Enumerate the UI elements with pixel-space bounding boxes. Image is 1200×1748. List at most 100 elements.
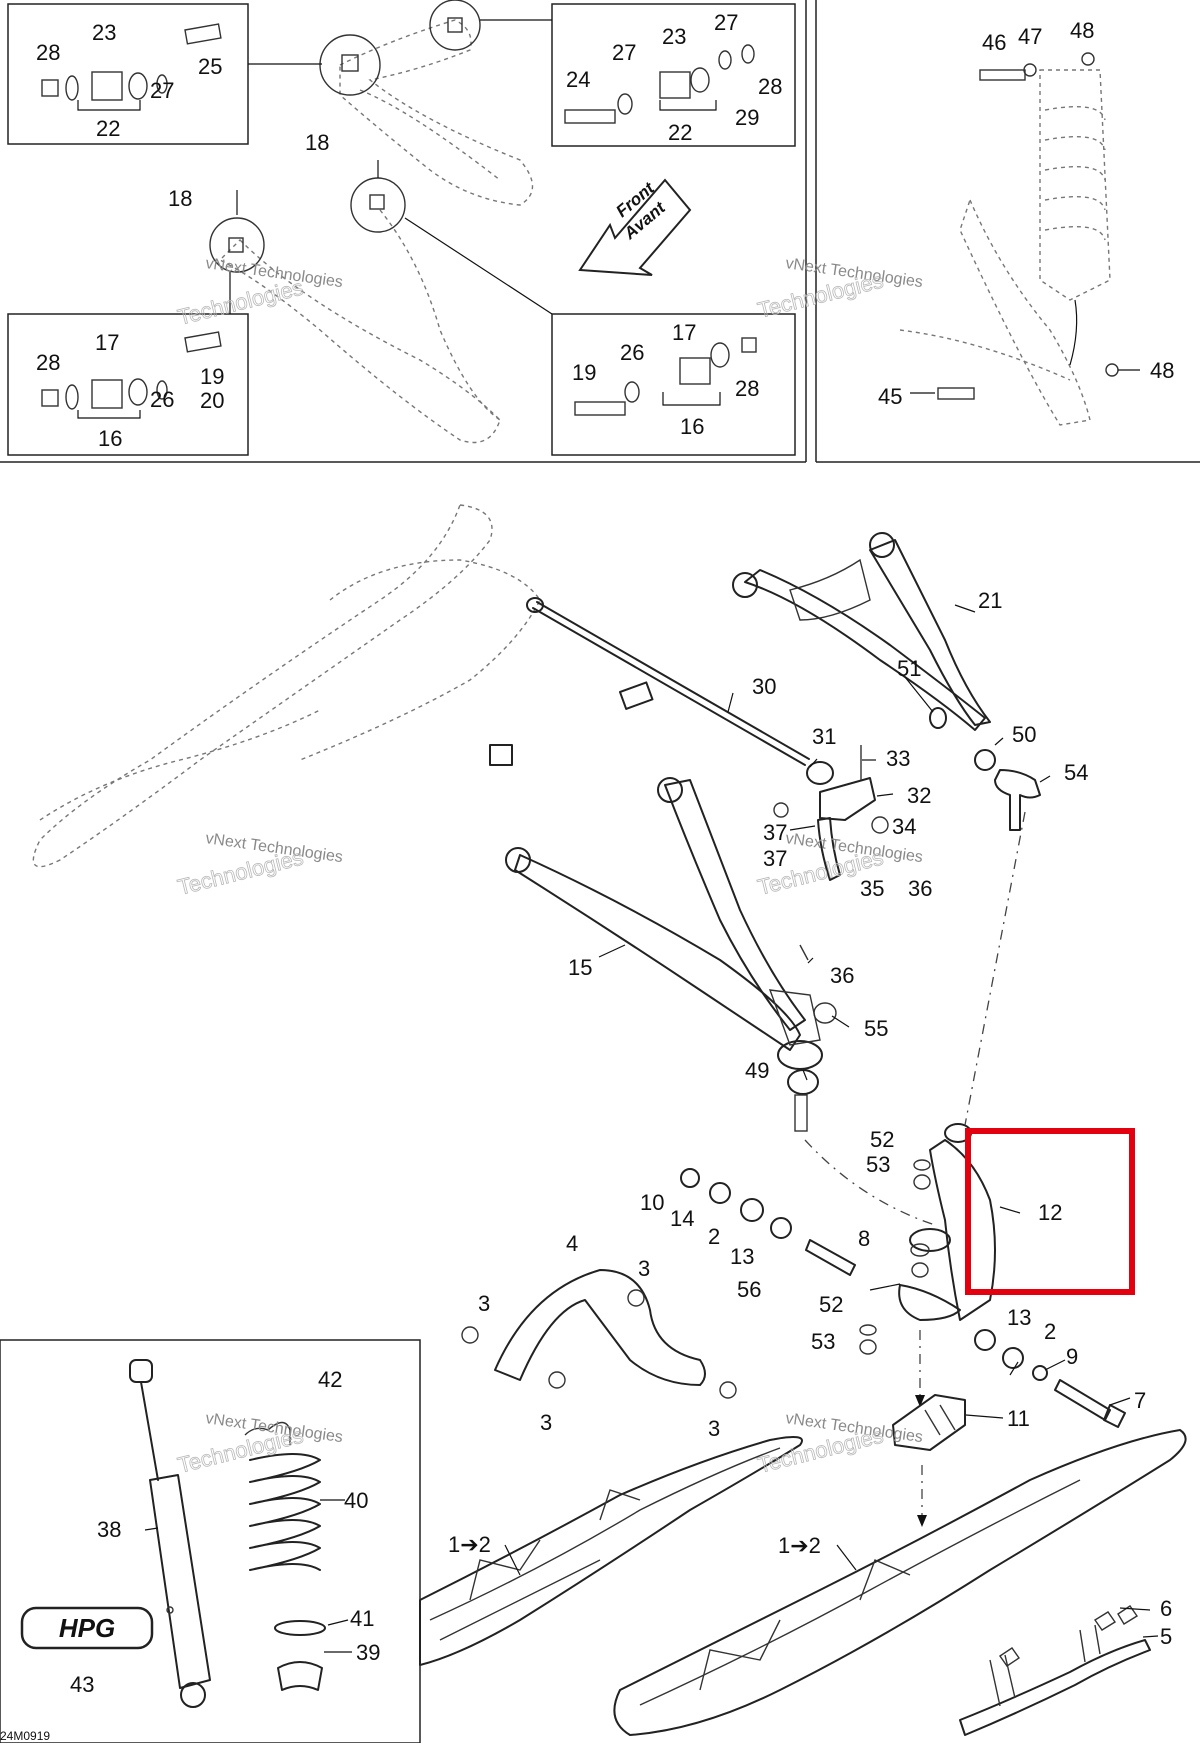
callout-46: 46	[982, 30, 1006, 55]
ski-runner	[959, 1605, 1151, 1736]
callout-20: 20	[200, 388, 224, 413]
hpg-logo: HPG	[20, 1606, 154, 1650]
callout-52: 52	[870, 1127, 894, 1152]
shock-absorber-top	[899, 52, 1140, 426]
callout-28: 28	[735, 376, 759, 401]
callout-53: 53	[866, 1152, 890, 1177]
callout-18: 18	[305, 130, 329, 155]
callout-17: 17	[95, 330, 119, 355]
upper-a-arm-21	[732, 532, 996, 771]
callout-18: 18	[168, 186, 192, 211]
callout-28: 28	[36, 40, 60, 65]
callout-19: 19	[572, 360, 596, 385]
callout-13: 13	[730, 1244, 754, 1269]
callout-6: 6	[1160, 1596, 1172, 1621]
callout-48: 48	[1150, 358, 1174, 383]
callout-23: 23	[92, 20, 116, 45]
callout-25: 25	[198, 54, 222, 79]
callout-49: 49	[745, 1058, 769, 1083]
upper-a-arm-ghost	[319, 0, 534, 206]
inset-box-upper-arm-left	[7, 3, 249, 145]
callout-16: 16	[680, 414, 704, 439]
callout-45: 45	[878, 384, 902, 409]
callout-7: 7	[1134, 1388, 1146, 1413]
callout-29: 29	[735, 105, 759, 130]
lower-a-arm-ghost	[209, 177, 501, 444]
shock-38	[129, 1359, 211, 1708]
callout-3: 3	[708, 1416, 720, 1441]
callout-37: 37	[763, 820, 787, 845]
callout-34: 34	[892, 814, 916, 839]
callout-1-to-2: 1➔2	[778, 1533, 821, 1558]
callout-9: 9	[1066, 1344, 1078, 1369]
callout-14: 14	[670, 1206, 694, 1231]
callout-39: 39	[356, 1640, 380, 1665]
callout-51: 51	[897, 656, 921, 681]
callout-54: 54	[1064, 760, 1088, 785]
watermark-text: Technologies	[175, 845, 306, 900]
callout-38: 38	[97, 1517, 121, 1542]
callout-50: 50	[1012, 722, 1036, 747]
shock-end-54	[994, 769, 1041, 831]
callout-28: 28	[758, 74, 782, 99]
callout-43: 43	[70, 1672, 94, 1697]
callout-1-to-2: 1➔2	[448, 1532, 491, 1557]
callout-32: 32	[907, 783, 931, 808]
callout-37: 37	[763, 846, 787, 871]
callout-13: 13	[1007, 1305, 1031, 1330]
spindle-12	[898, 1123, 996, 1321]
callout-21: 21	[978, 588, 1002, 613]
callout-24: 24	[566, 67, 590, 92]
inset-box-lower-arm-right	[551, 313, 796, 456]
callout-36: 36	[908, 876, 932, 901]
callout-56: 56	[737, 1277, 761, 1302]
callout-31: 31	[812, 724, 836, 749]
ski-right	[613, 1429, 1187, 1736]
ski-block-11	[892, 1394, 966, 1451]
callout-26: 26	[620, 340, 644, 365]
callout-27: 27	[612, 40, 636, 65]
ski-left	[419, 1435, 803, 1666]
front-arrow: Front Avant	[578, 178, 692, 276]
callout-36: 36	[830, 963, 854, 988]
ski-handle-4	[461, 1269, 737, 1399]
spring-40	[244, 1421, 326, 1691]
callout-28: 28	[36, 350, 60, 375]
callout-52: 52	[819, 1292, 843, 1317]
callout-3: 3	[478, 1291, 490, 1316]
callout-17: 17	[672, 320, 696, 345]
callout-47: 47	[1018, 24, 1042, 49]
callout-19: 19	[200, 364, 224, 389]
callout-41: 41	[350, 1606, 374, 1631]
callout-10: 10	[640, 1190, 664, 1215]
inset-box-lower-arm-left	[7, 313, 249, 456]
callout-22: 22	[96, 116, 120, 141]
callout-12: 12	[1038, 1200, 1062, 1225]
callout-33: 33	[886, 746, 910, 771]
callout-5: 5	[1160, 1624, 1172, 1649]
inset-hardware	[41, 23, 757, 419]
callout-15: 15	[568, 955, 592, 980]
callout-3: 3	[540, 1410, 552, 1435]
callout-27: 27	[714, 10, 738, 35]
inset-box-upper-arm-right	[551, 3, 796, 147]
tie-rod-30	[489, 597, 834, 785]
callout-4: 4	[566, 1231, 578, 1256]
leader-lines-main	[144, 604, 1159, 1653]
lower-a-arm-15	[505, 777, 837, 1132]
callout-2: 2	[708, 1224, 720, 1249]
callout-27: 27	[150, 78, 174, 103]
callout-53: 53	[811, 1329, 835, 1354]
callout-40: 40	[344, 1488, 368, 1513]
callout-8: 8	[858, 1226, 870, 1251]
callout-11: 11	[1007, 1406, 1030, 1431]
callout-2: 2	[1044, 1319, 1056, 1344]
callout-55: 55	[864, 1016, 888, 1041]
callout-35: 35	[860, 876, 884, 901]
callouts: 28 23 27 25 22 27 23 24 27 28 29 22 18 1…	[36, 10, 1174, 1697]
callout-26: 26	[150, 387, 174, 412]
callout-22: 22	[668, 120, 692, 145]
